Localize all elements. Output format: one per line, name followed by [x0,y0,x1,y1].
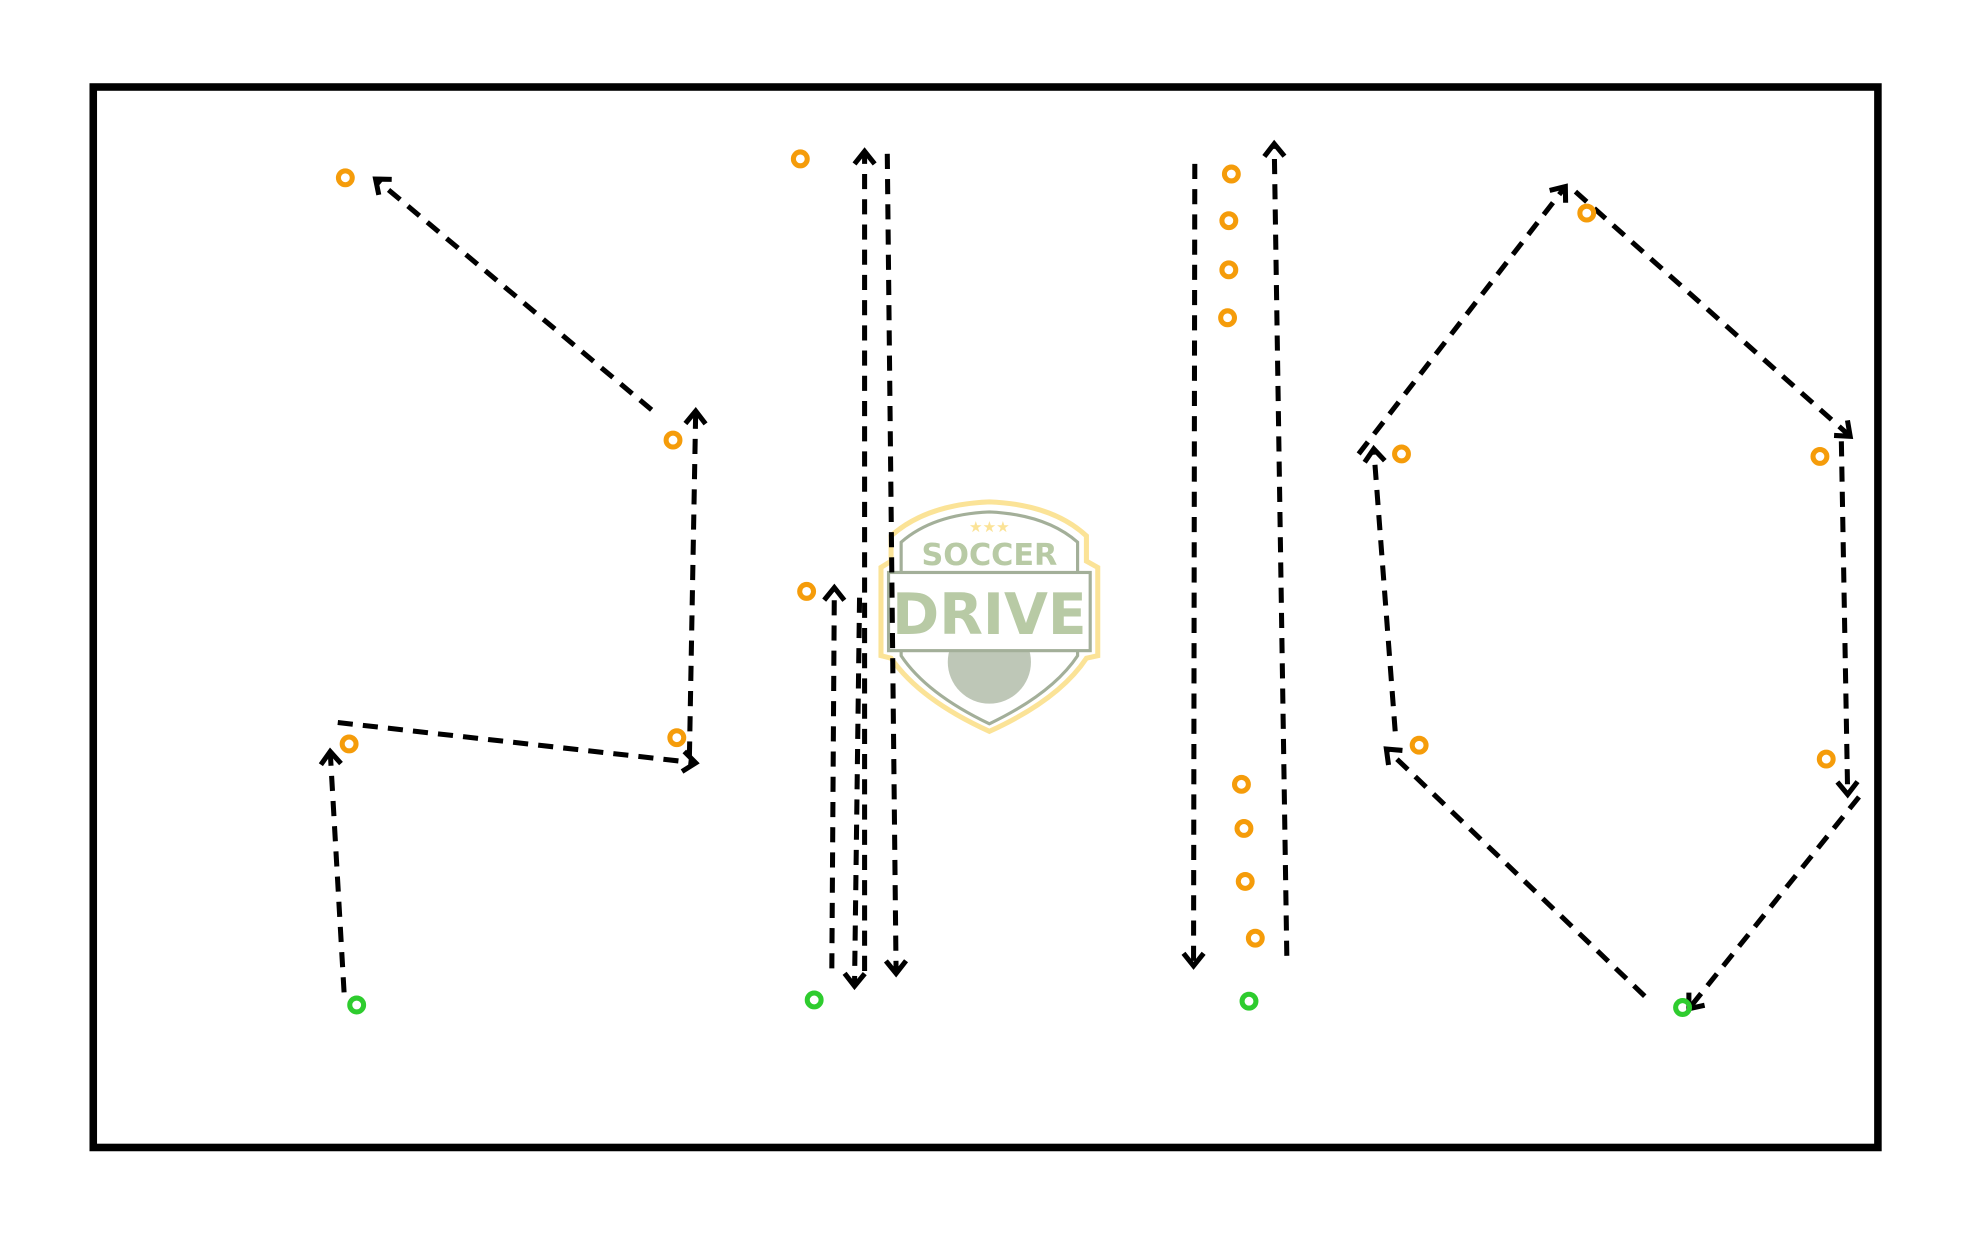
dashed-run-arrow [1835,441,1860,799]
orange-cone [1245,928,1265,948]
logo-shield-inner [899,510,1080,726]
orange-cone [1234,818,1254,838]
dashed-run-arrow [1362,444,1398,732]
logo-main-text: DRIVE [892,582,1086,648]
dashed-run-arrow [842,597,867,991]
orange-cone [1219,260,1239,280]
dashed-run-arrow [1181,163,1206,970]
orange-cone [1231,774,1251,794]
dashed-run-arrow [1356,183,1569,456]
dashed-run-arrow [1573,189,1854,439]
dashed-run-arrow [318,747,347,993]
dashed-run-arrow [337,720,700,774]
orange-cone [790,149,810,169]
green-start-cone [1239,991,1259,1011]
orange-cone [1409,735,1429,755]
dashed-run-arrow [883,153,909,978]
logo-stars: ★★★ [969,518,1010,536]
green-start-cone [804,990,824,1010]
field-boundary [89,83,1882,1152]
orange-cone [1218,308,1238,328]
orange-cone [1810,447,1830,466]
orange-cone [797,581,817,601]
cones [335,149,1836,1017]
dashed-run-arrow [1262,139,1290,956]
dashed-run-arrow [822,583,847,969]
orange-cone [1577,203,1597,223]
logo-banner [886,570,1092,653]
logo-top-text: SOCCER [921,538,1057,573]
orange-cone [1235,871,1255,891]
green-start-cone [1673,998,1693,1017]
orange-cone [1219,211,1239,231]
orange-cone [1392,444,1411,464]
dashed-run-arrow [683,407,708,757]
orange-cone [339,734,359,754]
soccer-drive-logo: ★★★ SOCCER DRIVE [878,499,1101,735]
dashed-run-arrow [1383,746,1647,998]
orange-cone [1816,749,1836,769]
orange-cone [335,168,355,188]
green-start-cone [347,995,367,1015]
orange-cone [663,430,683,450]
movement-paths [318,139,1861,1012]
dashed-run-arrow [372,176,654,412]
orange-cone [667,728,687,748]
dashed-run-arrow [1686,795,1861,1012]
orange-cone [1221,164,1241,184]
